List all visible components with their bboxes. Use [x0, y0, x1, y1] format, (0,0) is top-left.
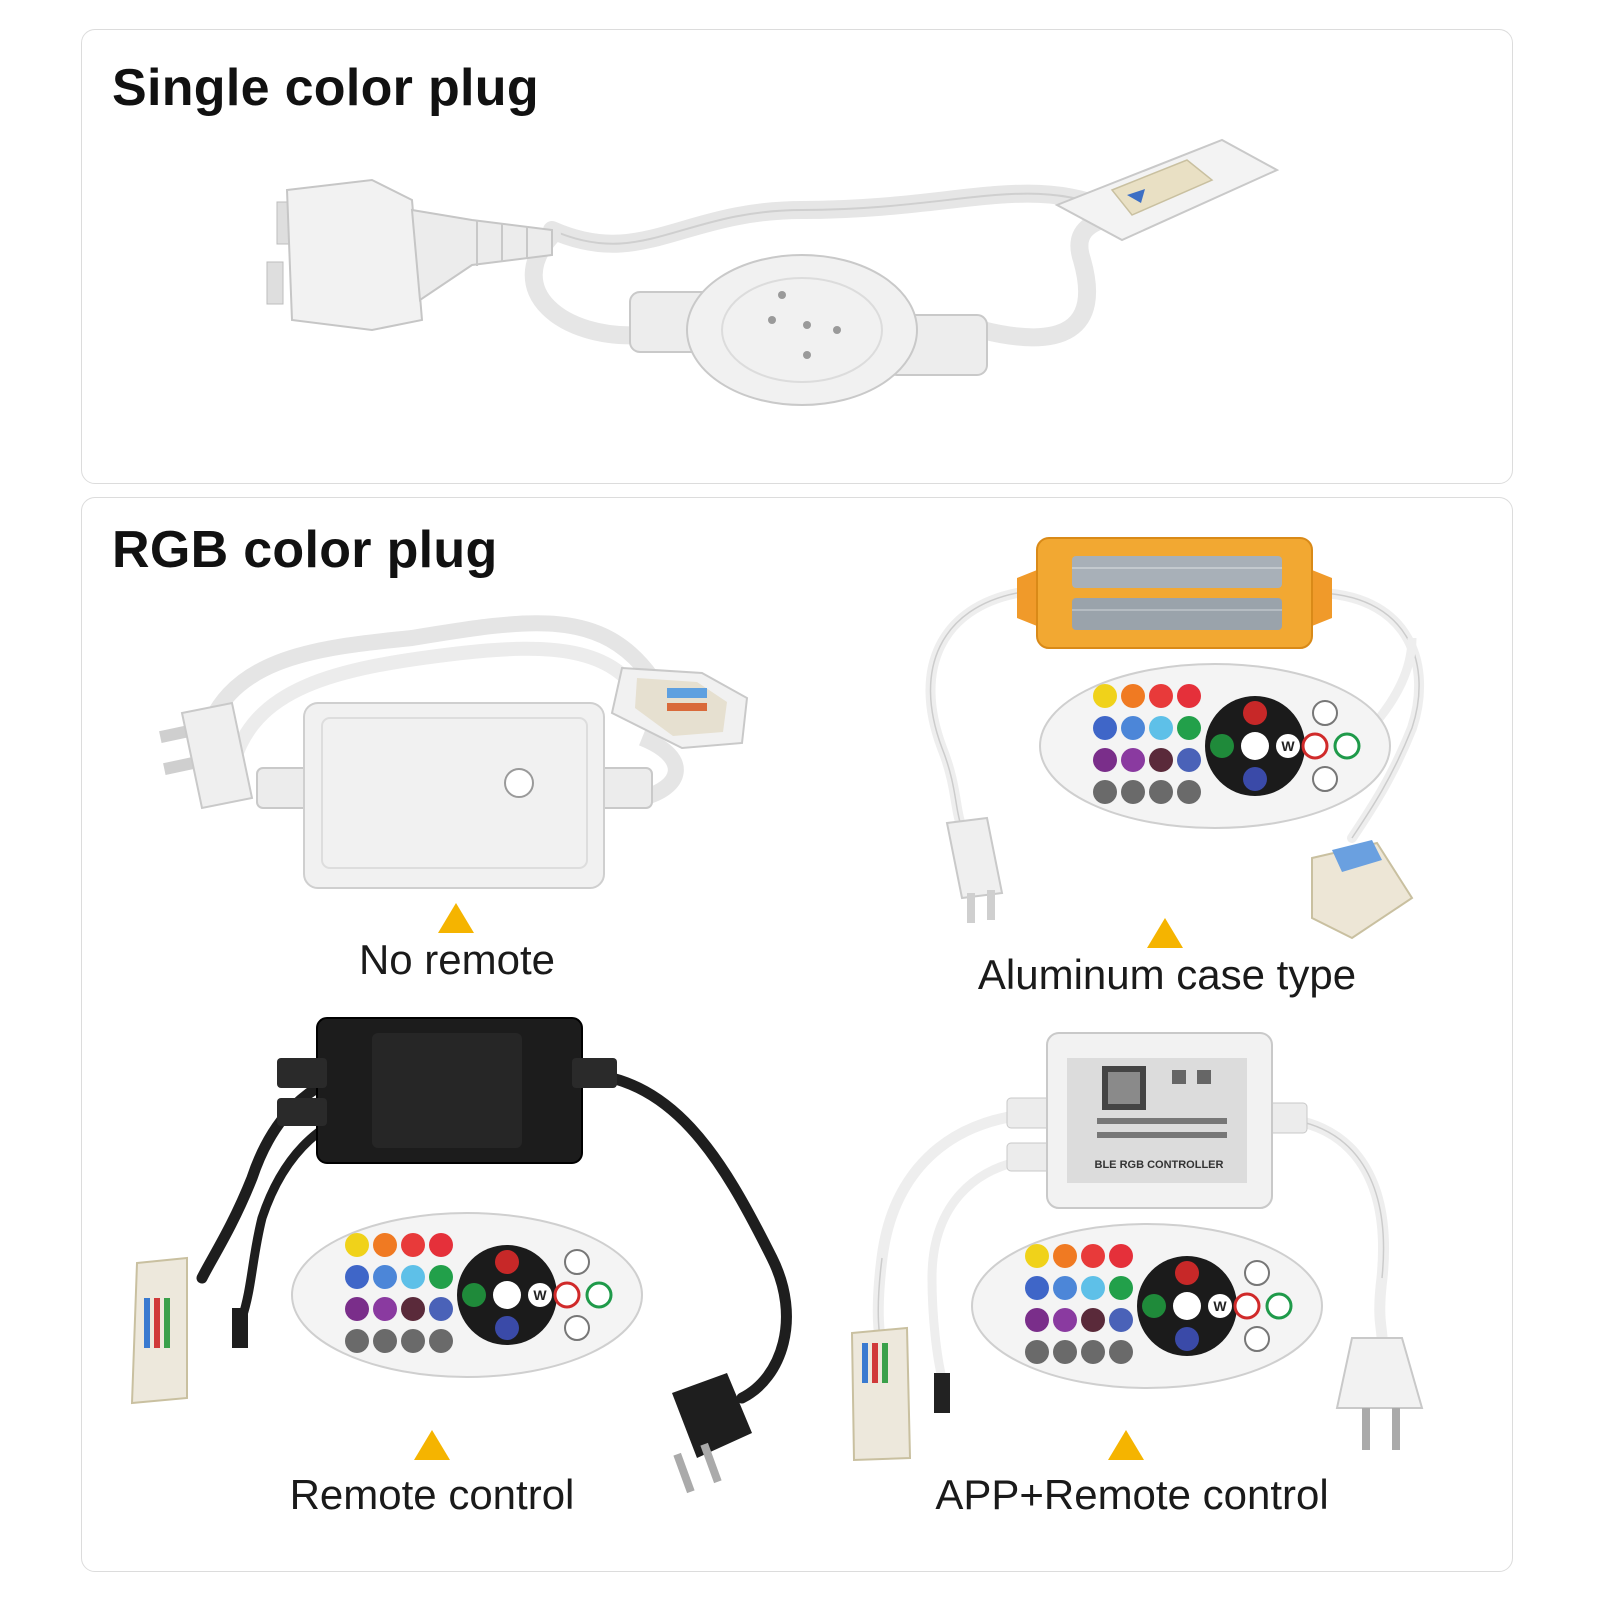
inline-connector: [629, 254, 988, 406]
caption-aluminum: Aluminum case type: [977, 951, 1357, 998]
single-color-plug-image: [266, 138, 1280, 406]
marker-triangle: [438, 903, 474, 933]
no-remote-controller-image: W: [130, 537, 1425, 1494]
remote-app: [970, 1222, 1324, 1390]
remote-aluminum: [1038, 662, 1392, 830]
rgb-color-panel: RGB color plug: [81, 497, 1513, 1572]
aluminum-case-unit: [925, 537, 1425, 940]
single-color-title: Single color plug: [112, 59, 539, 117]
wall-plug: [266, 178, 553, 332]
app-controller-unit: BLE RGB CONTROLLER: [850, 1032, 1424, 1462]
rgb-color-title: RGB color plug: [112, 521, 498, 579]
black-controller-unit: [130, 1017, 792, 1494]
single-color-panel: Single color plug: [81, 29, 1513, 484]
marker-triangle: [1108, 1430, 1144, 1460]
caption-app-remote: APP+Remote control: [935, 1471, 1329, 1518]
strip-connector: [1054, 138, 1280, 242]
caption-no-remote: No remote: [358, 936, 556, 983]
remote-black: [290, 1211, 644, 1379]
marker-triangle: [414, 1430, 450, 1460]
controller-label: BLE RGB CONTROLLER: [1095, 1159, 1224, 1171]
marker-triangle: [1147, 918, 1183, 948]
caption-remote-control: Remote control: [289, 1471, 575, 1518]
no-remote-unit: [159, 615, 749, 889]
